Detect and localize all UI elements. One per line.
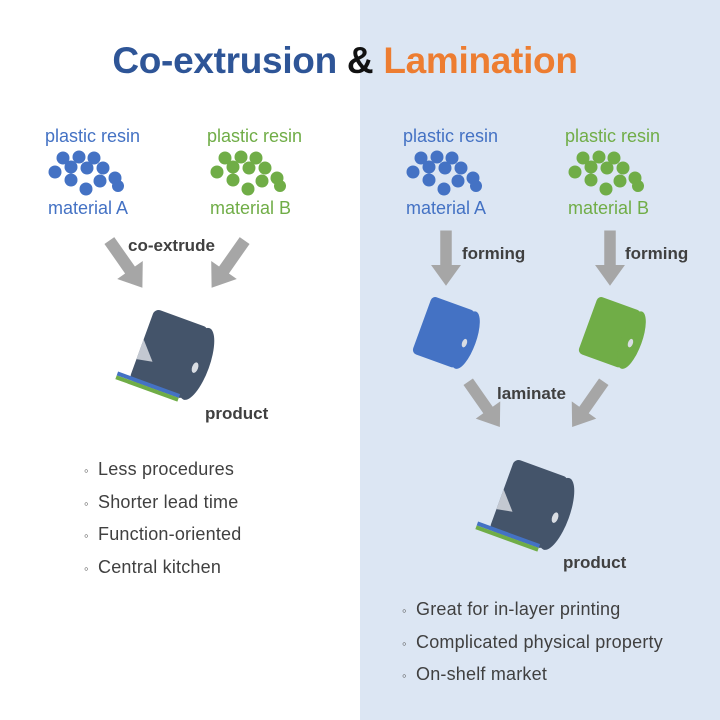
list-item: ◦Function-oriented: [84, 523, 241, 556]
laminate-arrow-b: [559, 373, 617, 436]
film-roll-b-icon: [578, 297, 646, 369]
list-item: ◦Central kitchen: [84, 556, 241, 589]
title-coextrusion: Co-extrusion: [112, 40, 337, 81]
forming-arrow-b: [595, 230, 625, 286]
title-lamination: Lamination: [383, 40, 578, 81]
bullet-marker: ◦: [84, 495, 89, 511]
right-material-b-label: material B: [568, 198, 650, 218]
left-resin-b-label: plastic resin: [207, 126, 303, 146]
bullet-marker: ◦: [84, 560, 89, 576]
bullet-marker: ◦: [402, 668, 407, 683]
list-item: ◦Less procedures: [84, 458, 241, 491]
list-item: ◦On-shelf market: [402, 663, 663, 696]
forming-a-label: forming: [462, 244, 526, 263]
bullet-marker: ◦: [402, 635, 407, 651]
list-item: ◦Shorter lead time: [84, 491, 241, 524]
laminate-arrow-a: [455, 373, 513, 436]
lamination-benefits-list: ◦Great for in-layer printing ◦Complicate…: [402, 598, 663, 696]
film-roll-a-icon: [412, 297, 480, 369]
coextrusion-benefits-list: ◦Less procedures ◦Shorter lead time ◦Fun…: [84, 458, 241, 588]
right-resin-a-label: plastic resin: [403, 126, 499, 146]
left-material-a-label: material A: [48, 198, 129, 218]
left-arrow-b: [198, 231, 258, 297]
laminate-label: laminate: [497, 384, 566, 403]
bullet-marker: ◦: [402, 603, 407, 618]
bullet-marker: ◦: [84, 463, 89, 478]
left-resin-a-label: plastic resin: [45, 126, 141, 146]
right-product-roll-icon: [475, 454, 581, 558]
forming-b-label: forming: [625, 244, 689, 263]
page-title: Co-extrusion & Lamination: [0, 40, 690, 82]
co-extrude-label: co-extrude: [128, 236, 215, 255]
forming-arrow-a: [431, 230, 461, 286]
left-material-b-label: material B: [210, 198, 292, 218]
bullet-marker: ◦: [84, 528, 89, 543]
left-pellets-b: [210, 150, 286, 196]
left-product-roll-icon: [115, 304, 221, 408]
list-item: ◦Great for in-layer printing: [402, 598, 663, 631]
left-product-label: product: [205, 404, 269, 423]
title-ampersand: &: [346, 40, 374, 81]
left-arrow-a: [96, 231, 156, 297]
lamination-panel-background: [360, 0, 720, 720]
right-product-label: product: [563, 553, 627, 572]
list-item: ◦Complicated physical property: [402, 631, 663, 664]
right-pellets-b: [568, 150, 644, 196]
right-material-a-label: material A: [406, 198, 487, 218]
right-resin-b-label: plastic resin: [565, 126, 661, 146]
left-pellets-a: [48, 150, 124, 196]
right-pellets-a: [406, 150, 482, 196]
